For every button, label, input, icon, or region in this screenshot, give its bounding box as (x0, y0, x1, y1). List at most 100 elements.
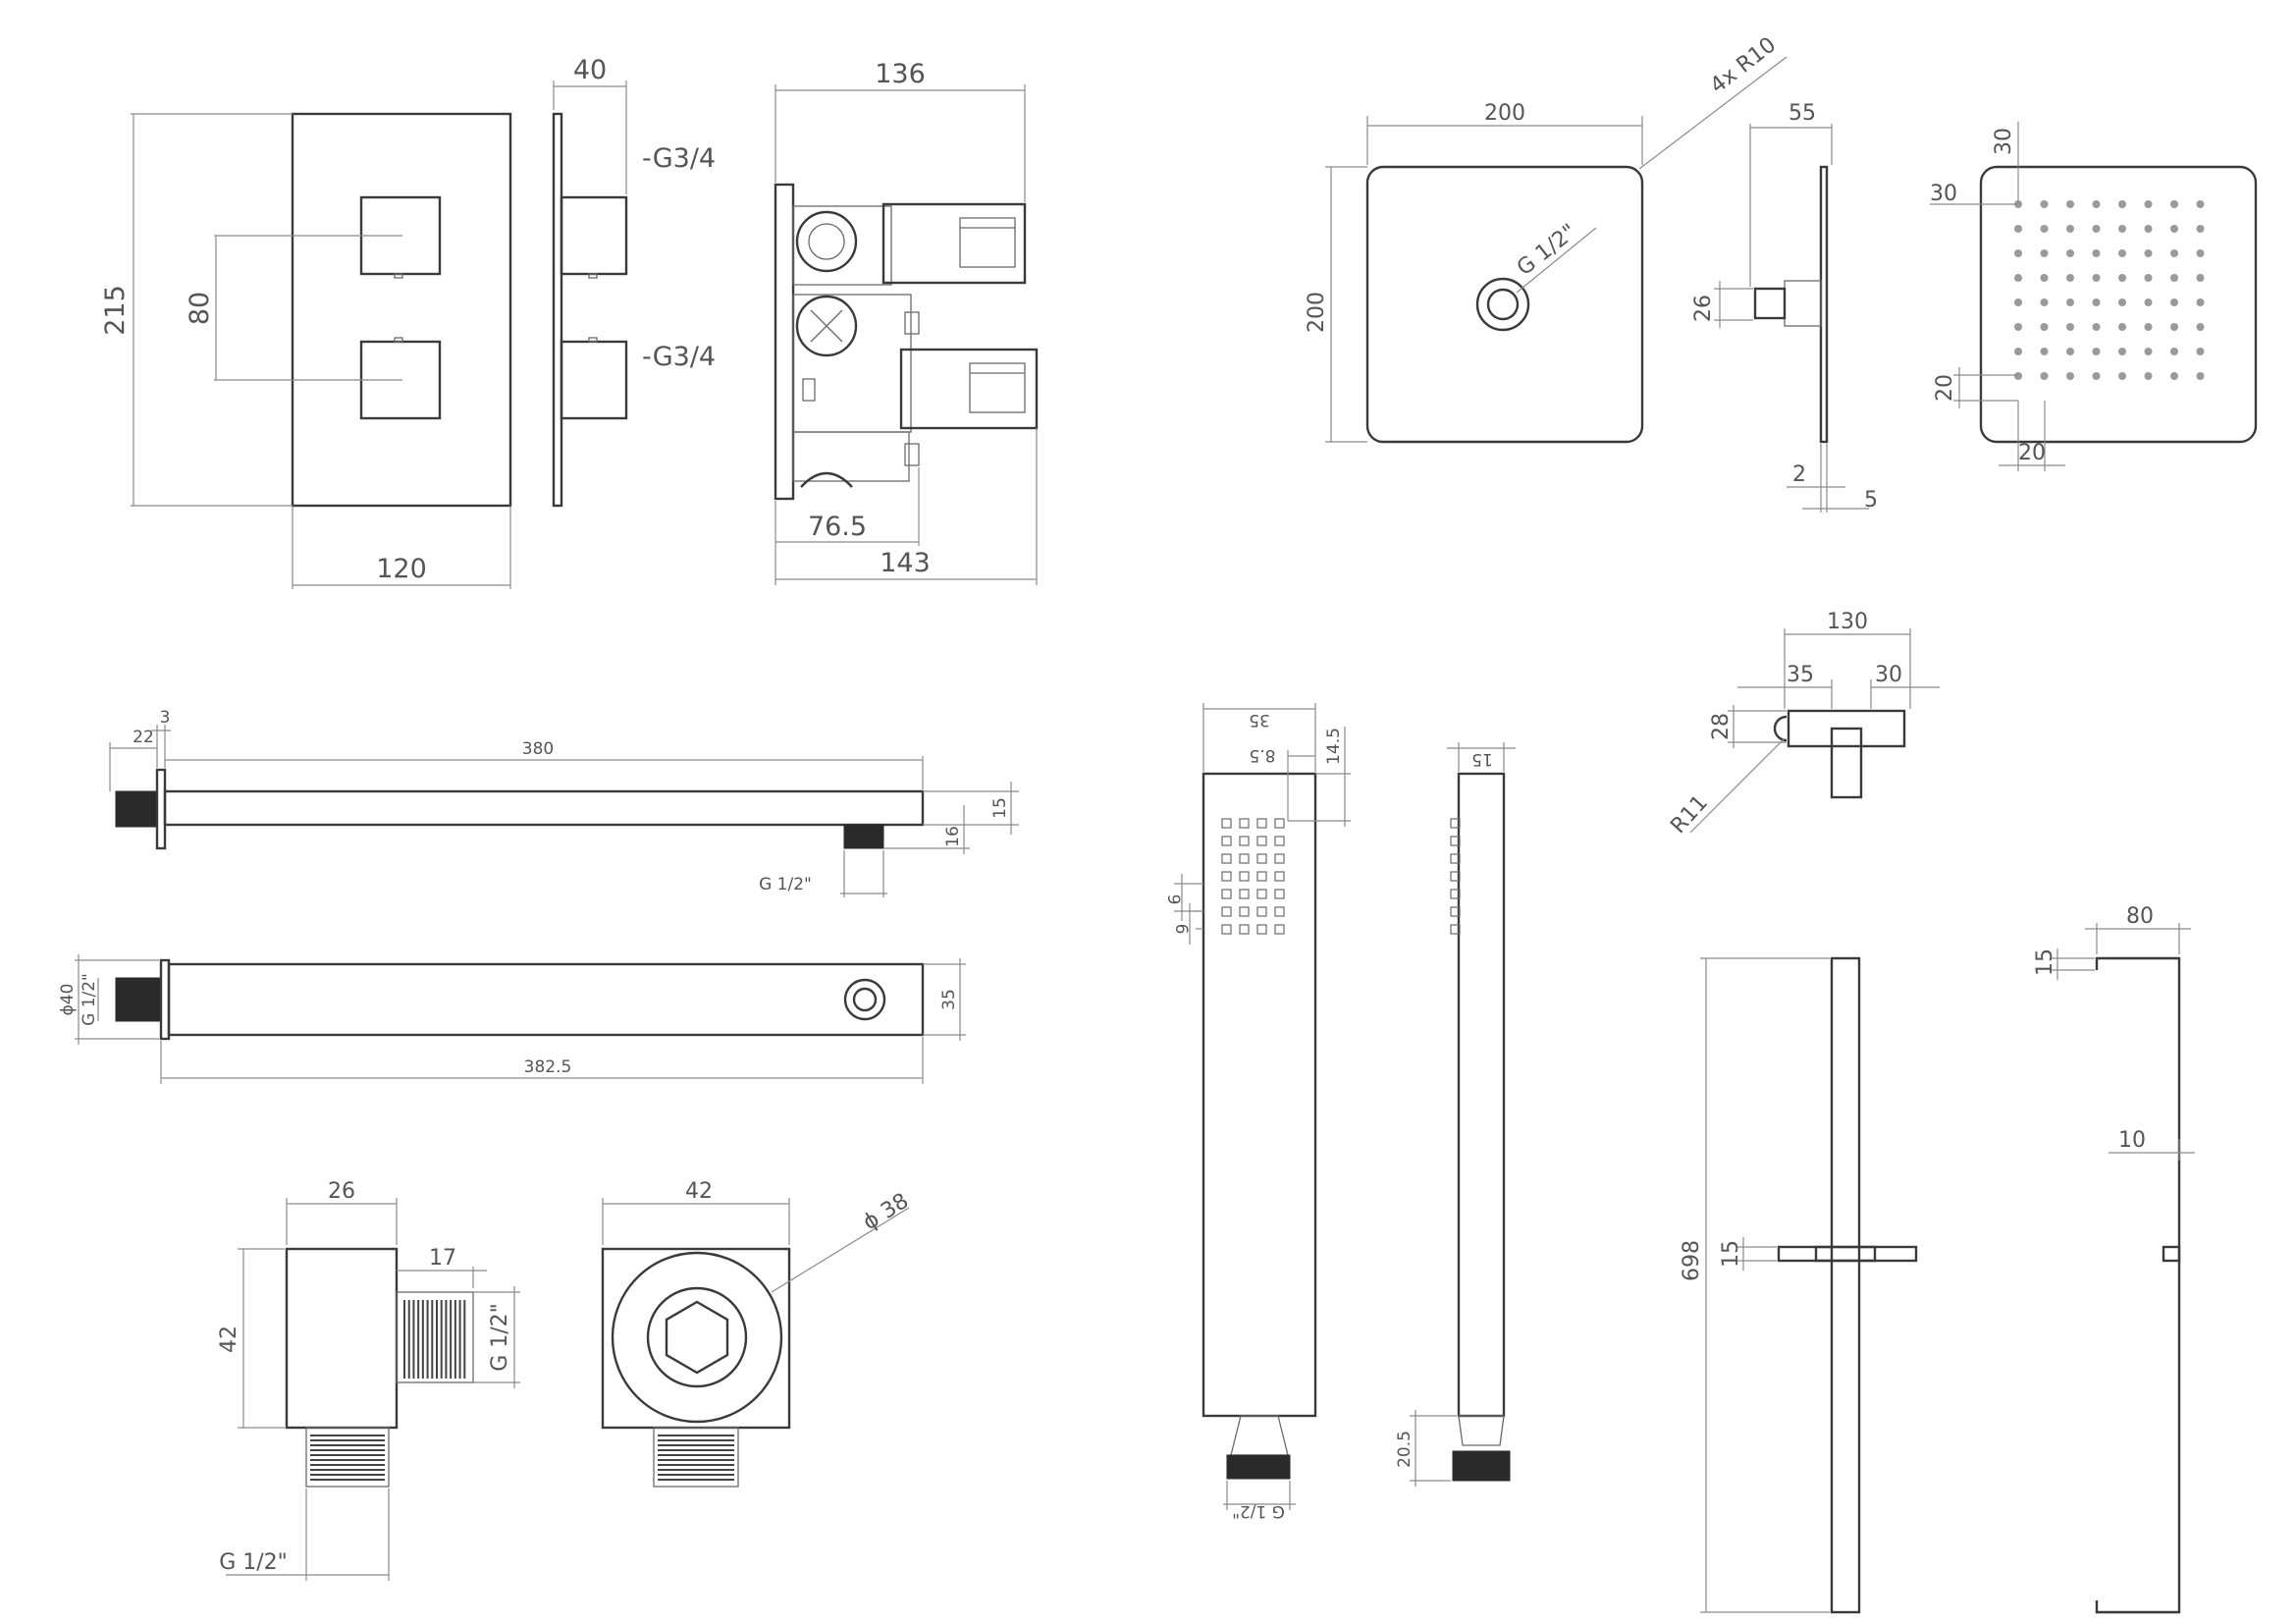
nozzle-dot (2014, 274, 2022, 282)
nozzle-dot (2066, 225, 2074, 233)
handset-side-view: 15 20.5 (1395, 742, 1516, 1487)
arm-side-view: ϕ40 G 1/2" 35 382.5 (58, 954, 966, 1084)
nozzle-dot (2092, 323, 2101, 331)
head-radius-label: 4x R10 (1706, 32, 1781, 98)
elbow-width-label: 26 (328, 1179, 355, 1204)
handset-side-label: 15 (1471, 749, 1493, 769)
head-side-height-label: 26 (1691, 295, 1716, 322)
handset-nozzle (1221, 836, 1232, 846)
handset-pitch-b-label: 6 (1171, 924, 1191, 935)
nozzle-dot (2118, 323, 2126, 331)
nozzle-dot (2066, 274, 2074, 282)
holder-right-label: 30 (1875, 663, 1902, 687)
handset-side-nozzle (1450, 871, 1461, 882)
valve-inlet-bottom-label: -G3/4 (642, 342, 716, 372)
handset-nozzle (1221, 818, 1232, 829)
nozzle-dot (2040, 200, 2049, 208)
nozzle-dot (2066, 348, 2074, 355)
nozzle-dot (2144, 200, 2153, 208)
handset-side-nozzle (1450, 853, 1461, 864)
handset-nozzle (1256, 906, 1267, 917)
valve-side-view: 40 -G3/4 -G3/4 (552, 55, 716, 508)
nozzle-dot (2040, 323, 2049, 331)
arm-overall-label: 382.5 (524, 1057, 572, 1077)
valve-front-view: 215 80 120 (100, 112, 512, 589)
handset-thread-label: G 1/2" (1232, 1501, 1285, 1521)
nozzle-dot (2118, 348, 2126, 355)
valve-inlet-top-label: -G3/4 (642, 143, 716, 174)
valve-body-view: 136 76.5 143 (774, 59, 1039, 585)
handset-nozzle (1274, 836, 1285, 846)
nozzle-dot (2170, 274, 2178, 282)
rail-slider-label: 15 (1719, 1240, 1743, 1268)
holder-radius-label: R11 (1666, 790, 1713, 839)
arm-tube-label: 15 (990, 797, 1010, 819)
nozzle-dot (2040, 249, 2049, 257)
nozzle-dot (2196, 200, 2205, 208)
nozzle-dot (2118, 274, 2126, 282)
head-side-view: 55 26 2 5 (1691, 101, 1878, 513)
handset-side-nozzle (1450, 924, 1461, 935)
arm-flange-dia-label: ϕ40 (58, 984, 78, 1016)
valve-body-depth-label: 136 (875, 59, 926, 89)
nozzle-dot (2014, 225, 2022, 233)
nozzle-dot (2092, 274, 2101, 282)
nozzle-dot (2040, 372, 2049, 380)
nozzle-dot (2118, 372, 2126, 380)
nozzle-dot (2144, 348, 2153, 355)
handset-nozzle (1274, 871, 1285, 882)
head-thread-label: G 1/2" (1513, 220, 1581, 282)
handset-nozzle (1221, 871, 1232, 882)
handset-nozzle (1274, 889, 1285, 899)
nozzle-dot (2196, 298, 2205, 306)
nozzle-dot (2170, 323, 2178, 331)
elbow-thread-len-label: 17 (429, 1246, 456, 1271)
elbow-thread-bottom-label: G 1/2" (219, 1550, 288, 1575)
nozzle-dot (2118, 225, 2126, 233)
nozzle-dot (2118, 249, 2126, 257)
nozzle-dot (2144, 323, 2153, 331)
arm-top-view: 3 22 380 15 16 G 1/2" (109, 708, 1019, 897)
elbow-height-label: 42 (217, 1326, 241, 1353)
head-pitch-v-label: 20 (1933, 374, 1957, 402)
handset-cone-label: 20.5 (1395, 1431, 1415, 1468)
handset-offset-label: 8.5 (1249, 745, 1275, 765)
elbow-front-thread (658, 1435, 734, 1481)
rail-rod-label: 10 (2118, 1128, 2146, 1153)
handset-nozzle (1256, 818, 1267, 829)
nozzle-dot (2040, 225, 2049, 233)
holder-height-label: 28 (1709, 713, 1734, 740)
handset-nozzle (1256, 889, 1267, 899)
handset-nozzle (1274, 906, 1285, 917)
valve-depth-label: 40 (573, 55, 607, 85)
holder-view: 130 35 30 28 R11 (1666, 610, 1940, 839)
nozzle-grid (2014, 200, 2205, 380)
nozzle-dot (2118, 200, 2126, 208)
handset-nozzle (1274, 924, 1285, 935)
handset-nozzle (1239, 853, 1250, 864)
handset-nozzle (1274, 818, 1285, 829)
handset-nozzle (1221, 889, 1232, 899)
nozzle-dot (2040, 298, 2049, 306)
holder-left-label: 35 (1787, 663, 1814, 687)
handset-nozzle (1221, 853, 1232, 864)
handset-side-nozzle (1450, 889, 1461, 899)
valve-body-offset-label: 76.5 (808, 512, 867, 542)
handset-nozzle (1239, 924, 1250, 935)
nozzle-dot (2144, 372, 2153, 380)
head-width-label: 200 (1484, 101, 1525, 126)
head-nozzle-label: 5 (1864, 488, 1878, 513)
nozzle-dot (2014, 298, 2022, 306)
valve-width-label: 120 (376, 554, 427, 584)
nozzle-dot (2092, 249, 2101, 257)
rail-length-label: 698 (1680, 1240, 1704, 1281)
nozzle-dot (2170, 200, 2178, 208)
nozzle-dot (2170, 298, 2178, 306)
elbow-bottom-thread (310, 1435, 385, 1481)
head-edge-left-label: 30 (1930, 182, 1957, 206)
valve-spacing-label: 80 (185, 292, 215, 325)
rail-bracket-t-label: 15 (2033, 948, 2057, 976)
handset-nozzle (1239, 818, 1250, 829)
nozzle-dot (2092, 348, 2101, 355)
handset-side-nozzle (1450, 836, 1461, 846)
